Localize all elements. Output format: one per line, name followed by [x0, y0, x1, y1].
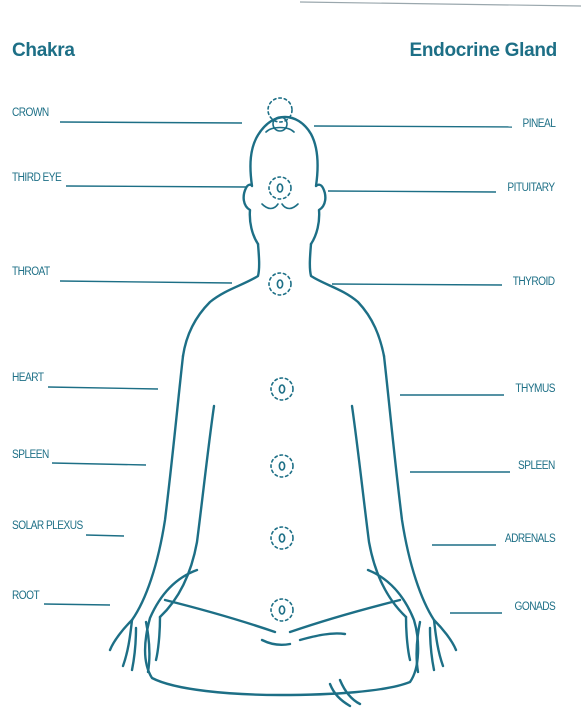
chakra-label-root: ROOT — [12, 590, 39, 602]
pituitary-leader-line — [328, 191, 496, 192]
crown-leader-line — [60, 122, 242, 123]
gland-label-thymus: THYMUS — [515, 383, 555, 395]
gland-label-pineal: PINEAL — [522, 118, 555, 130]
throat-chakra-icon — [269, 273, 291, 295]
chakra-points — [262, 98, 298, 621]
gland-leader-lines — [314, 126, 512, 613]
throat-leader-line — [60, 281, 232, 283]
heart-leader-line — [48, 387, 158, 389]
heart-chakra-icon — [271, 378, 293, 400]
chakra-column-heading: Chakra — [12, 40, 75, 62]
neck-shoulders-right — [310, 244, 384, 356]
solar-plexus-leader-line — [86, 535, 124, 536]
chakra-leader-lines — [44, 122, 246, 605]
spleen-leader-line — [52, 463, 146, 465]
right-inner-arm — [352, 406, 406, 617]
gland-label-gonads: GONADS — [514, 601, 555, 613]
chakra-label-throat: THROAT — [12, 266, 50, 278]
third-eye-leader-line — [66, 186, 246, 187]
crown-chakra-icon — [266, 98, 294, 132]
left-inner-arm — [160, 406, 214, 617]
gland-label-adrenals: ADRENALS — [505, 533, 555, 545]
left-shin — [165, 600, 275, 632]
chakra-label-crown: CROWN — [12, 107, 49, 119]
solar-plexus-chakra-icon — [271, 527, 293, 549]
chakra-label-solar-plexus: SOLAR PLEXUS — [12, 520, 83, 532]
top-edge-line — [300, 2, 581, 6]
pineal-leader-line — [314, 126, 512, 127]
chakra-label-heart: HEART — [12, 372, 43, 384]
chakra-label-third-eye: THIRD EYE — [12, 172, 61, 184]
gland-label-thyroid: THYROID — [513, 276, 555, 288]
root-chakra-icon — [271, 599, 293, 621]
legs-outline — [145, 570, 418, 695]
right-shin — [290, 600, 400, 632]
right-hand — [406, 617, 456, 672]
head-outline — [244, 117, 326, 244]
root-leader-line — [44, 604, 110, 605]
neck-shoulders-left — [183, 244, 259, 356]
thyroid-leader-line — [332, 284, 502, 285]
spleen-chakra-icon — [271, 455, 293, 477]
gland-label-pituitary: PITUITARY — [508, 182, 555, 194]
endocrine-gland-column-heading: Endocrine Gland — [409, 40, 557, 62]
left-arm — [132, 356, 183, 620]
gland-label-spleen: SPLEEN — [518, 460, 555, 472]
left-hand — [110, 617, 160, 672]
third-eye-chakra-icon — [262, 177, 298, 209]
chakra-label-spleen: SPLEEN — [12, 449, 49, 461]
